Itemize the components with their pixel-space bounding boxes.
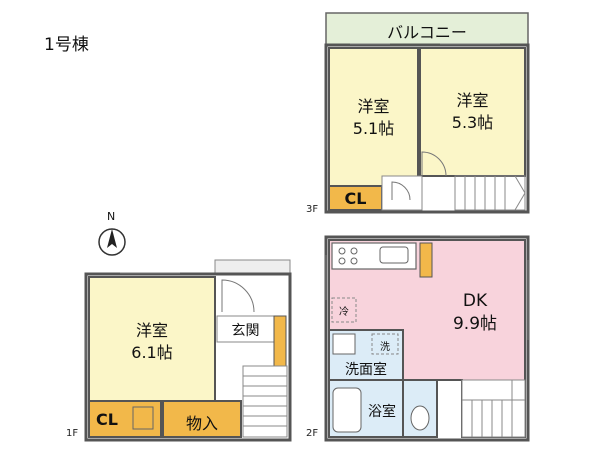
toilet <box>410 405 430 431</box>
floor-3f <box>324 12 530 214</box>
door-swing-3f-left <box>391 181 411 201</box>
washer-space <box>371 333 399 355</box>
floor-2f <box>324 235 530 442</box>
floor-3f-label: 3F <box>306 204 319 215</box>
stairs-1f <box>242 365 288 438</box>
windows-2f <box>325 235 529 340</box>
storage-1f-label: 物入 <box>185 414 218 433</box>
room-1f <box>88 276 216 402</box>
room-3f-left-label: 洋室 5.1帖 <box>329 96 418 139</box>
shoe-storage <box>273 315 287 367</box>
floor-2f-label: 2F <box>306 428 319 439</box>
fridge-label: 冷 <box>339 307 349 318</box>
bathtub <box>332 387 362 433</box>
kitchen-sink <box>379 246 409 264</box>
room-3f-right-name: 洋室 <box>456 91 489 110</box>
dk-size: 9.9帖 <box>452 313 498 334</box>
floor-1f <box>84 259 292 442</box>
bathroom-label: 浴室 <box>368 404 396 420</box>
windows-1f <box>85 272 180 360</box>
washroom-label: 洗面室 <box>345 362 387 378</box>
compass-icon <box>98 228 126 256</box>
closet-3f <box>328 185 383 211</box>
fridge-space <box>331 297 357 323</box>
stairs-2f <box>461 379 526 438</box>
stairs-3f <box>454 175 526 211</box>
balcony-label: バルコニー <box>387 23 467 42</box>
room-1f-size: 6.1帖 <box>131 342 173 362</box>
building-title: 1号棟 <box>44 35 89 55</box>
windows-3f <box>325 43 529 150</box>
balcony-area <box>325 12 529 46</box>
dk-label: DK 9.9帖 <box>430 290 520 336</box>
closet-3f-label: CL <box>344 189 367 208</box>
room-3f-left-size: 5.1帖 <box>352 118 395 138</box>
closet-1f-label: CL <box>96 410 118 429</box>
hall-3f <box>381 175 423 211</box>
kitchen-storage <box>419 242 433 278</box>
washer-label: 洗 <box>380 342 390 353</box>
floor-1f-label: 1F <box>66 428 79 439</box>
entrance-label: 玄関 <box>231 323 260 339</box>
entrance-porch <box>214 259 291 275</box>
room-3f-right-label: 洋室 5.3帖 <box>420 90 525 133</box>
room-3f-right-size: 5.3帖 <box>451 112 494 132</box>
room-1f-label: 洋室 6.1帖 <box>89 320 215 363</box>
wash-basin <box>332 333 356 355</box>
closet-1f-box <box>132 406 154 430</box>
room-3f-left <box>328 47 419 187</box>
entrance-1f <box>216 315 275 343</box>
room-3f-right <box>419 47 526 177</box>
storage-1f <box>162 400 242 438</box>
room-3f-left-name: 洋室 <box>357 97 390 116</box>
door-swing-entrance <box>221 279 255 313</box>
north-label: N <box>107 210 116 223</box>
room-1f-name: 洋室 <box>135 321 168 340</box>
dk-name: DK <box>462 291 488 311</box>
door-swing-3f-right <box>421 151 447 177</box>
stove-burners <box>338 247 358 265</box>
